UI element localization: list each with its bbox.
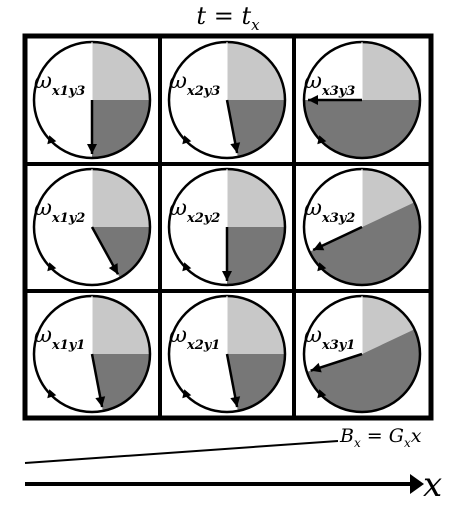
omega-subscript: x1y1 [51, 338, 85, 353]
omega-label: ωx2y1 [169, 323, 220, 353]
cell-x1y3: ωx1y3 [32, 40, 152, 160]
phase-light-wedge [362, 169, 415, 227]
magnetization-arrowhead [310, 362, 322, 373]
omega-subscript: x2y3 [186, 84, 220, 99]
phase-light-wedge [362, 296, 415, 354]
omega-symbol: ω [304, 196, 322, 221]
omega-subscript: x3y3 [321, 84, 355, 99]
omega-label: ωx3y1 [304, 323, 355, 353]
x-axis-arrow-head [410, 474, 424, 494]
phase-dark-wedge [227, 227, 285, 285]
cell-x3y3: ωx3y3 [302, 40, 422, 160]
rotation-direction-arrow [182, 389, 192, 399]
omega-subscript: x1y3 [51, 84, 85, 99]
omega-subscript: x3y1 [321, 338, 355, 353]
phase-light-wedge [362, 42, 420, 100]
omega-label: ωx1y2 [34, 196, 85, 226]
cell-x3y2: ωx3y2 [302, 167, 422, 287]
rotation-direction-arrow [317, 135, 327, 145]
cell-x1y2: ωx1y2 [32, 167, 152, 287]
magnetization-arrowhead [308, 95, 318, 105]
omega-subscript: x2y1 [186, 338, 220, 353]
rotation-direction-arrow [47, 389, 57, 399]
omega-label: ωx3y3 [304, 69, 355, 99]
omega-label: ωx3y2 [304, 196, 355, 226]
omega-symbol: ω [304, 69, 322, 94]
cell-x3y1: ωx3y1 [302, 294, 422, 414]
omega-symbol: ω [169, 323, 187, 348]
omega-symbol: ω [169, 69, 187, 94]
grid-frame [22, 33, 434, 421]
phase-light-wedge [92, 296, 150, 354]
phase-light-wedge [227, 296, 285, 354]
rotation-direction-arrow [182, 135, 192, 145]
phase-dark-wedge [227, 100, 285, 157]
magnetization-arrowhead [108, 263, 119, 275]
rotation-direction-arrow [47, 135, 57, 145]
phase-dark-wedge [227, 354, 285, 411]
cell-x1y1: ωx1y1 [32, 294, 152, 414]
phase-light-wedge [92, 42, 150, 100]
omega-subscript: x3y2 [321, 211, 355, 226]
omega-symbol: ω [169, 196, 187, 221]
phase-dark-wedge [92, 354, 150, 411]
grid-outer-border [22, 33, 434, 421]
phase-light-wedge [227, 169, 285, 227]
magnetization-arrowhead [87, 144, 97, 154]
omega-symbol: ω [34, 196, 52, 221]
x-axis-label: x [423, 465, 443, 505]
omega-subscript: x2y2 [186, 211, 220, 226]
gradient-label: Bx = Gxx [340, 425, 422, 450]
phase-dark-wedge [304, 100, 420, 158]
omega-symbol: ω [304, 323, 322, 348]
cell-x2y2: ωx2y2 [167, 167, 287, 287]
phase-dark-wedge [306, 329, 421, 413]
magnetization-arrowhead [313, 241, 325, 251]
phase-light-wedge [92, 169, 150, 227]
cell-x2y3: ωx2y3 [167, 40, 287, 160]
phase-light-wedge [227, 42, 285, 100]
phase-dark-wedge [92, 100, 150, 158]
omega-label: ωx2y3 [169, 69, 220, 99]
omega-subscript: x1y2 [51, 211, 85, 226]
magnetization-arrowhead [230, 142, 241, 154]
rotation-direction-arrow [47, 262, 57, 272]
rotation-direction-arrow [317, 262, 327, 272]
omega-symbol: ω [34, 69, 52, 94]
magnetization-arrowhead [95, 396, 106, 408]
cell-x2y1: ωx2y1 [167, 294, 287, 414]
magnetization-arrowhead [230, 396, 241, 408]
gradient-line [24, 440, 339, 464]
magnetization-arrowhead [222, 271, 232, 281]
phase-dark-wedge [309, 202, 421, 285]
diagram-title: t = tx [196, 2, 260, 34]
rotation-direction-arrow [182, 262, 192, 272]
rotation-direction-arrow [317, 389, 327, 399]
omega-label: ωx2y2 [169, 196, 220, 226]
omega-symbol: ω [34, 323, 52, 348]
omega-label: ωx1y3 [34, 69, 85, 99]
omega-label: ωx1y1 [34, 323, 85, 353]
